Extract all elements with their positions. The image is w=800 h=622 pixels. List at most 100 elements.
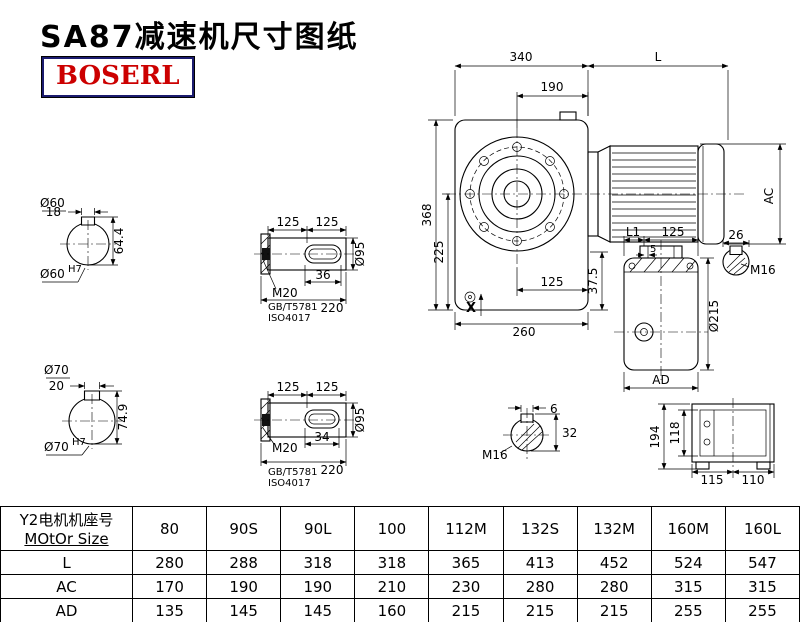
table-cell: 145 <box>206 598 282 622</box>
thread-m20-top: M20 <box>272 286 298 300</box>
table-cell: 145 <box>280 598 356 622</box>
dim-368: 368 <box>420 204 434 227</box>
table-cell: 280 <box>502 574 578 599</box>
motor-size-col: 90S <box>206 506 282 551</box>
table-cell: 280 <box>576 574 652 599</box>
shaft-section-60: Ø60 18 64.4 Ø60 H7 <box>40 196 126 283</box>
shaft-section-70: Ø70 20 74.9 Ø70 H7 <box>44 363 130 456</box>
table-cell: 413 <box>502 550 578 575</box>
keyway-end-view: 6 32 M16 <box>482 402 577 462</box>
table-cell: 190 <box>206 574 282 599</box>
table-cell: 135 <box>131 598 208 622</box>
table-cell: 215 <box>576 598 652 622</box>
motor-frame-label-cn: Y2电机机座号 <box>19 511 114 529</box>
table-cell: 365 <box>428 550 504 575</box>
dim-125-a: 125 <box>277 215 300 229</box>
motor-size-col: 160L <box>724 506 800 551</box>
row-label: L <box>0 550 133 575</box>
table-cell: 160 <box>354 598 430 622</box>
table-cell: 280 <box>131 550 208 575</box>
table-cell: 170 <box>131 574 208 599</box>
dim-5: 5 <box>650 244 656 255</box>
motor-size-col: 80 <box>131 506 208 551</box>
dim-37-5: 37.5 <box>586 268 600 295</box>
dim-x-mark: X <box>466 301 476 316</box>
motor-size-col: 100 <box>354 506 430 551</box>
dim-d60h7-sup: H7 <box>68 264 82 275</box>
dim-110: 110 <box>742 473 765 487</box>
table-cell: 255 <box>724 598 800 622</box>
technical-drawing: X 340 L 190 368 225 37.5 <box>40 50 786 489</box>
dim-74-9: 74.9 <box>116 404 130 431</box>
dim-36: 36 <box>315 268 330 282</box>
table-row-L: L 280 288 318 318 365 413 452 524 547 <box>0 550 800 575</box>
dim-d70h7: Ø70 <box>44 440 69 454</box>
table-cell: 215 <box>428 598 504 622</box>
shaft-detail-bottom: 125 125 M20 GB/T5781 ISO4017 34 220 Ø95 <box>254 380 367 489</box>
table-cell: 255 <box>650 598 726 622</box>
dim-115: 115 <box>701 473 724 487</box>
side-view: L1 125 5 Ø215 AD 26 M16 <box>614 225 776 392</box>
std-gb-top: GB/T5781 <box>268 302 318 313</box>
dim-d60: Ø60 <box>40 196 65 210</box>
table-row-AD: AD 135 145 145 160 215 215 215 255 255 <box>0 598 800 622</box>
motor-size-col: 90L <box>280 506 356 551</box>
dim-26: 26 <box>728 228 743 242</box>
table-header-row: Y2电机机座号 MOtOr Size 80 90S 90L 100 112M 1… <box>0 506 800 551</box>
motor-frame-label-en: MOtOr Size <box>24 530 109 548</box>
table-cell: 452 <box>576 550 652 575</box>
dim-AC: AC <box>762 188 776 204</box>
table-cell: 288 <box>206 550 282 575</box>
row-label: AC <box>0 574 133 599</box>
dim-20: 20 <box>49 379 64 393</box>
dim-220-top: 220 <box>321 301 344 315</box>
row-label: AD <box>0 598 133 622</box>
dim-125-c: 125 <box>277 380 300 394</box>
dim-32: 32 <box>562 426 577 440</box>
dim-125-main: 125 <box>541 275 564 289</box>
dim-260: 260 <box>513 325 536 339</box>
dim-125-side: 125 <box>662 225 685 239</box>
dim-125-d: 125 <box>316 380 339 394</box>
thread-m16-key: M16 <box>482 448 508 462</box>
page-title: SA87减速机尺寸图纸 <box>40 20 359 55</box>
dim-d95-bottom: Ø95 <box>353 408 367 433</box>
dim-L: L <box>655 50 662 64</box>
table-cell: 215 <box>502 598 578 622</box>
dim-d95-top: Ø95 <box>353 242 367 267</box>
main-view: X 340 L 190 368 225 37.5 <box>420 50 786 339</box>
brand-logo: BOSERL <box>42 57 194 97</box>
table-row-AC: AC 170 190 190 210 230 280 280 315 315 <box>0 574 800 599</box>
dim-118: 118 <box>668 422 682 445</box>
dim-340: 340 <box>510 50 533 64</box>
dim-225: 225 <box>432 241 446 264</box>
table-cell: 524 <box>650 550 726 575</box>
dim-d70: Ø70 <box>44 363 69 377</box>
motor-size-col: 160M <box>650 506 726 551</box>
dim-34: 34 <box>314 430 329 444</box>
dim-220-bottom: 220 <box>321 463 344 477</box>
dim-d70h7-sup: H7 <box>72 437 86 448</box>
motor-size-col: 132M <box>576 506 652 551</box>
dim-L1: L1 <box>626 225 640 239</box>
std-gb-bottom: GB/T5781 <box>268 467 318 478</box>
table-cell: 318 <box>280 550 356 575</box>
dim-6: 6 <box>550 402 558 416</box>
dim-125-b: 125 <box>316 215 339 229</box>
std-iso-bottom: ISO4017 <box>268 478 311 489</box>
shaft-detail-top: 125 125 M20 GB/T5781 ISO4017 36 220 Ø95 <box>254 215 367 324</box>
thread-m16-side: M16 <box>750 263 776 277</box>
table-cell: 210 <box>354 574 430 599</box>
motor-size-col: 132S <box>502 506 578 551</box>
table-cell: 315 <box>650 574 726 599</box>
dim-d215: Ø215 <box>707 300 721 332</box>
table-corner-cell: Y2电机机座号 MOtOr Size <box>0 506 133 551</box>
thread-m20-bottom: M20 <box>272 441 298 455</box>
motor-size-table: Y2电机机座号 MOtOr Size 80 90S 90L 100 112M 1… <box>0 506 800 622</box>
table-cell: 547 <box>724 550 800 575</box>
dim-194: 194 <box>648 426 662 449</box>
table-cell: 315 <box>724 574 800 599</box>
dim-190: 190 <box>541 80 564 94</box>
dim-64-4: 64.4 <box>112 228 126 255</box>
